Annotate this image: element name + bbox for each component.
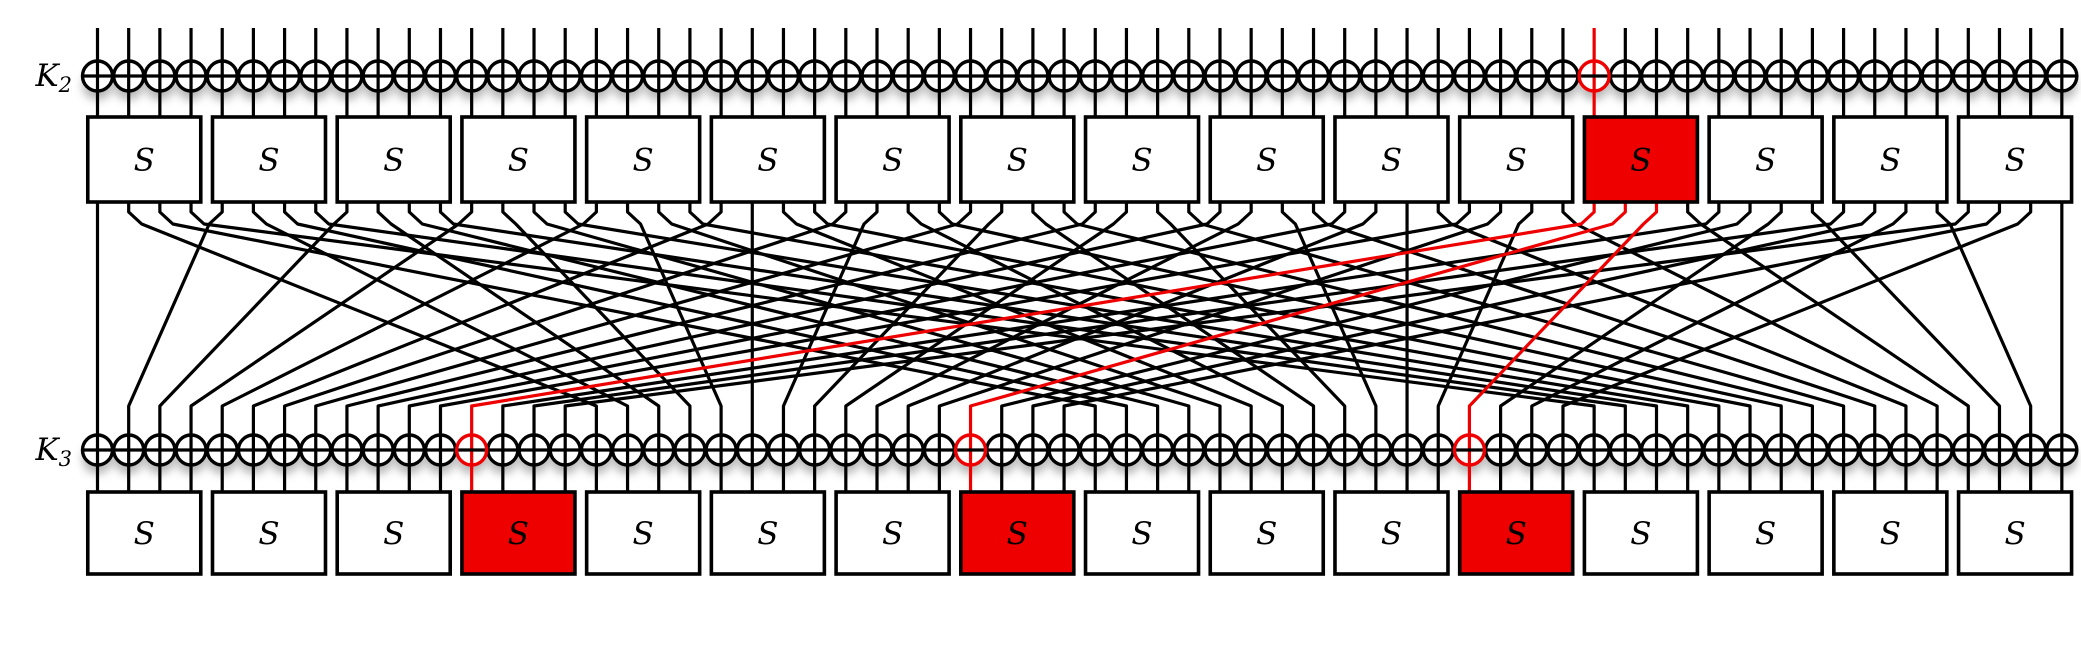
sbox [210,490,328,576]
sbox [1832,115,1949,204]
sbox [1333,490,1450,576]
sbox-label: S [1630,143,1651,179]
sbox-label: S [633,143,654,179]
xor-fills-top [82,61,2077,91]
sbox [1457,115,1575,204]
sbox [584,115,702,204]
sbox-label: S [882,143,903,179]
sbox [1582,490,1700,576]
sbox-label: S [1381,143,1402,179]
sbox [834,490,951,576]
xor-gate-highlighted [1452,433,1487,467]
sbox [1208,490,1326,576]
round-key-label-k3: K3 [34,432,72,471]
sbox-label: S [1880,143,1901,179]
sbox-label: S [1256,516,1277,552]
sbox-label: S [1007,516,1028,552]
sbox-label: S [1630,516,1651,552]
sbox-label: S [383,516,404,552]
sbox-label: S [2004,516,2025,552]
sbox [335,490,453,576]
sbox [1333,115,1450,204]
sbox [85,490,203,576]
sbox-label: S [1256,143,1277,179]
sbox [709,490,827,576]
sbox-label: S [134,516,155,552]
xor-row-k2 [80,59,2079,93]
sbox-highlighted [1457,490,1575,576]
sbox-label: S [1131,143,1152,179]
sbox-label: S [1880,516,1901,552]
key-label-subscript: 3 [59,447,72,471]
sbox [1083,490,1201,576]
sbox-label: S [1755,516,1776,552]
sbox-highlighted [460,490,577,576]
sbox [1208,115,1326,204]
sbox [1832,490,1949,576]
sbox-label: S [757,143,778,179]
sbox-label: S [383,143,404,179]
sbox [460,115,577,204]
sbox-label: S [134,143,155,179]
sbox [1956,490,2074,576]
sbox-label: S [633,516,654,552]
sbox-label: S [508,143,529,179]
sbox [834,115,951,204]
sbox [1707,115,1824,204]
sbox-label: S [882,516,903,552]
sbox-label: S [258,516,279,552]
xor-gate-highlighted [454,433,489,467]
sbox-label: S [1506,143,1527,179]
sbox-label: S [1381,516,1402,552]
xor-gate [2045,433,2079,467]
key-label-base: K [34,58,60,94]
sbox [709,115,827,204]
round-key-label-k2: K2 [34,58,72,97]
sbox [1083,115,1201,204]
sbox [85,115,203,204]
sbox-label: S [2004,143,2025,179]
key-label-base: K [34,432,60,468]
xor-gate-highlighted [953,433,988,467]
sbox [1707,490,1824,576]
sbox [584,490,702,576]
sbox-label: S [1506,516,1527,552]
sbox-label: S [1131,516,1152,552]
sbox-label: S [757,516,778,552]
sbox-highlighted [959,490,1076,576]
sbox [335,115,453,204]
sbox-label: S [1007,143,1028,179]
sbox [210,115,328,204]
xor-gate-highlighted [1577,59,1611,93]
key-label-subscript: 2 [58,73,72,97]
sbox-highlighted [1582,115,1700,204]
sbox-label: S [1755,143,1776,179]
xor-gate [2045,59,2079,93]
sbox-label: S [258,143,279,179]
sbox [1956,115,2074,204]
sbox [959,115,1076,204]
top-input-wires [95,28,2064,119]
sbox-label: S [508,516,529,552]
xor-row-k3 [80,433,2079,467]
